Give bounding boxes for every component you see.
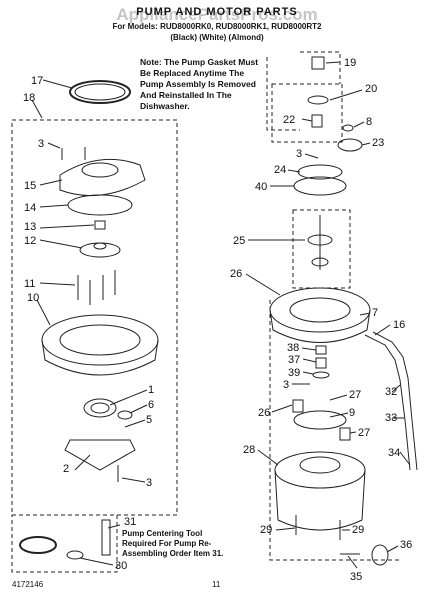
callout-37: 37	[288, 354, 300, 366]
callout-26a: 26	[258, 407, 270, 419]
model-numbers: For Models: RUD8000RK0, RUD8000RK1, RUD8…	[112, 22, 322, 31]
callout-16: 17	[31, 75, 43, 87]
callout-3d: 3	[283, 379, 289, 391]
callout-11: 12	[24, 235, 36, 247]
callout-26b: 27	[358, 427, 370, 439]
callout-35: 35	[350, 571, 362, 583]
seal-group-box	[271, 83, 343, 143]
document-number: 4172146	[12, 580, 44, 589]
callout-31: 31	[124, 516, 136, 528]
callout-22: 23	[372, 137, 384, 149]
callout-12: 13	[24, 221, 36, 233]
callout-29b: 29	[352, 524, 364, 536]
callout-14: 15	[24, 180, 36, 192]
callout-2: 2	[63, 463, 69, 475]
callout-5: 6	[148, 399, 154, 411]
callout-30: 30	[115, 560, 127, 572]
callout-1: 1	[148, 384, 154, 396]
callout-38: 38	[287, 342, 299, 354]
pump-gasket-note: Note: The Pump Gasket Must Be Replaced A…	[140, 57, 259, 111]
callout-17: 18	[23, 92, 35, 104]
callout-28: 28	[243, 444, 255, 456]
callout-3a: 3	[38, 138, 44, 150]
pump-assembly-box	[11, 119, 178, 516]
callout-7: 8	[366, 116, 372, 128]
callout-9: 10	[27, 292, 39, 304]
callout-39: 39	[288, 367, 300, 379]
callout-3c: 3	[296, 148, 302, 160]
page-title: PUMP AND MOTOR PARTS	[136, 6, 298, 18]
model-colors: (Black) (White) (Almond)	[170, 33, 264, 42]
tool-kit-box	[11, 514, 118, 573]
callout-33: 33	[385, 412, 397, 424]
callout-15: 16	[393, 319, 405, 331]
callout-34: 34	[388, 447, 400, 459]
callout-24: 25	[233, 235, 245, 247]
impeller-group-box	[292, 209, 351, 289]
callout-36: 36	[400, 539, 412, 551]
callout-18: 19	[344, 57, 356, 69]
callout-10: 11	[24, 278, 35, 290]
callout-19: 20	[365, 83, 377, 95]
callout-3b: 3	[146, 477, 152, 489]
callout-23: 24	[274, 164, 286, 176]
callout-32: 32	[385, 386, 397, 398]
callout-20: 22	[283, 114, 295, 126]
callout-29a: 29	[260, 524, 272, 536]
callout-8: 9	[349, 407, 355, 419]
callout-40: 40	[255, 181, 267, 193]
page-number: 11	[212, 580, 221, 589]
callout-4: 5	[146, 414, 152, 426]
centering-tool-note: Pump Centering Tool Required For Pump Re…	[122, 529, 224, 558]
callout-27: 27	[349, 389, 361, 401]
callout-6: 7	[372, 307, 378, 319]
callout-13: 14	[24, 202, 36, 214]
callout-25: 26	[230, 268, 242, 280]
